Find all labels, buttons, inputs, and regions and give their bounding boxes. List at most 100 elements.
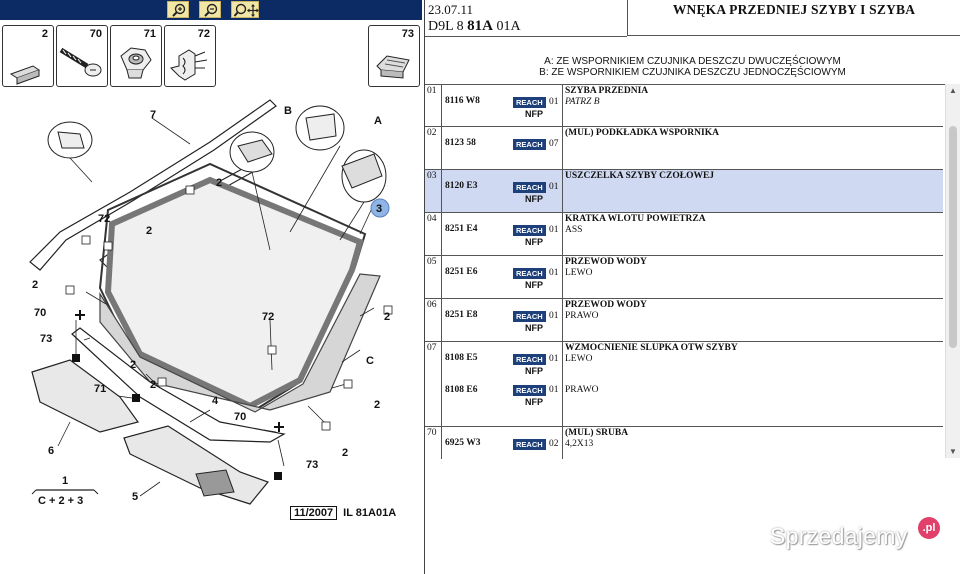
diagram-label: 7 [150, 109, 156, 121]
column-divider [562, 127, 563, 169]
stamp-ref: IL 81A01A [343, 507, 397, 519]
scrollbar-thumb[interactable] [949, 126, 957, 348]
pane-divider[interactable] [424, 0, 425, 574]
diagram-label: 4 [212, 395, 219, 407]
page-title: WNĘKA PRZEDNIEJ SZYBY I SZYBA [672, 2, 916, 17]
part-reference[interactable]: 8116 W8 [445, 96, 480, 106]
catalog-code: D9L 8 81A 01A [428, 18, 521, 35]
part-reference[interactable]: 8251 E6 [445, 267, 478, 277]
diagram-label: 71 [94, 383, 106, 395]
diagram-label: 70 [34, 307, 46, 319]
row-index: 01 [425, 85, 442, 126]
part-reference[interactable]: 6925 W3 [445, 438, 481, 448]
diagram-label: C [366, 355, 374, 367]
row-index: 04 [425, 213, 442, 255]
table-scrollbar[interactable]: ▲ ▼ [945, 84, 960, 458]
air-intake-grille [123, 425, 270, 505]
windscreen-glass [104, 176, 364, 410]
diagram-label: 2 [32, 279, 38, 291]
part-variant: ASS [565, 225, 583, 235]
selected-part-marker[interactable] [370, 198, 390, 218]
zoom-out-button[interactable] [199, 1, 221, 18]
nfp-label: NFP [525, 323, 543, 333]
diagram-label: A [374, 115, 382, 127]
windscreen-exploded-diagram: 7 B A 3 2 2 72 2 2 70 73 72 C 2 2 71 2 4… [29, 99, 393, 507]
diagram-label: 5 [132, 491, 138, 503]
reach-badge: REACH [513, 182, 546, 193]
column-divider [562, 342, 563, 426]
part-reference[interactable]: 8251 E4 [445, 224, 478, 234]
watermark: Sprzedajemy [770, 523, 908, 549]
reach-badge: REACH [513, 225, 546, 236]
thumbnail-part-72[interactable]: 72 [164, 25, 216, 87]
seal-strip-icon [9, 65, 41, 85]
thumbnail-part-71[interactable]: 71 [110, 25, 162, 87]
nut-icon [120, 47, 152, 79]
row-index: 07 [425, 342, 442, 426]
code-bold: 81A [467, 18, 493, 34]
clip-icon [170, 49, 208, 81]
part-name: USZCZELKA SZYBY CZOŁOWEJ [565, 171, 715, 181]
thumbnail-part-70[interactable]: 70 [56, 25, 108, 87]
part-quantity: 01 [549, 354, 559, 364]
part-name: (MUL) SRUBA [565, 428, 629, 438]
part-quantity: 01 [549, 268, 559, 278]
reach-badge: REACH [513, 311, 546, 322]
row-index: 03 [425, 170, 442, 212]
part-reference[interactable]: 8108 E5 [445, 353, 478, 363]
catalog-date: 23.07.11 [428, 2, 474, 17]
nfp-label: NFP [525, 366, 543, 376]
column-divider [562, 256, 563, 298]
diagram-label: 73 [40, 333, 52, 345]
diagram-label: 73 [306, 459, 318, 471]
row-index: 05 [425, 256, 442, 298]
diagram-label: 72 [98, 213, 110, 225]
part-reference[interactable]: 8123 58 [445, 138, 476, 148]
part-name: KRATKA WLOTU POWIETRZA [565, 214, 706, 224]
part-name: (MUL) PODKŁADKA WSPORNIKA [565, 128, 719, 138]
column-divider [562, 427, 563, 459]
zoom-pan-icon [233, 3, 259, 17]
part-variant: PATRZ B [565, 97, 600, 107]
part-reference[interactable]: 8251 E8 [445, 310, 478, 320]
screw-icon [59, 47, 102, 77]
cap-icon [376, 55, 410, 79]
nfp-label: NFP [525, 280, 543, 290]
code-prefix: D9L 8 [428, 19, 464, 34]
zoom-in-button[interactable] [167, 1, 189, 18]
thumbnail-part-73[interactable]: 73 [368, 25, 420, 87]
part-variant: 4,2X13 [565, 439, 594, 449]
zoom-pan-button[interactable] [231, 1, 259, 18]
scroll-down-icon[interactable]: ▼ [949, 447, 957, 456]
note-a: A: ZE WSPORNIKIEM CZUJNIKA DESZCZU DWUCZ… [544, 56, 841, 67]
zoom-out-icon [204, 3, 218, 17]
thumbnail-part-2[interactable]: 2 [2, 25, 54, 87]
part-name: PRZEWOD WODY [565, 300, 647, 310]
reach-badge: REACH [513, 268, 546, 279]
part-variant: LEWO [565, 268, 593, 278]
diagram-label: 2 [216, 177, 222, 189]
diagram-label: 2 [342, 447, 348, 459]
part-name: PRZEWOD WODY [565, 257, 647, 267]
stamp-date: 11/2007 [290, 506, 338, 520]
diagram-label: 3 [376, 203, 382, 215]
part-quantity: 02 [549, 439, 559, 449]
scroll-up-icon[interactable]: ▲ [949, 86, 957, 95]
column-divider [562, 170, 563, 212]
part-quantity: 01 [549, 97, 559, 107]
diagram-label: 2 [146, 225, 152, 237]
part-reference[interactable]: 8108 E6 [445, 385, 478, 395]
nfp-label: NFP [525, 397, 543, 407]
part-reference[interactable]: 8120 E3 [445, 181, 478, 191]
note-b: B: ZE WSPORNIKIEM CZUJNIKA DESZCZU JEDNO… [539, 67, 846, 78]
nfp-label: NFP [525, 109, 543, 119]
